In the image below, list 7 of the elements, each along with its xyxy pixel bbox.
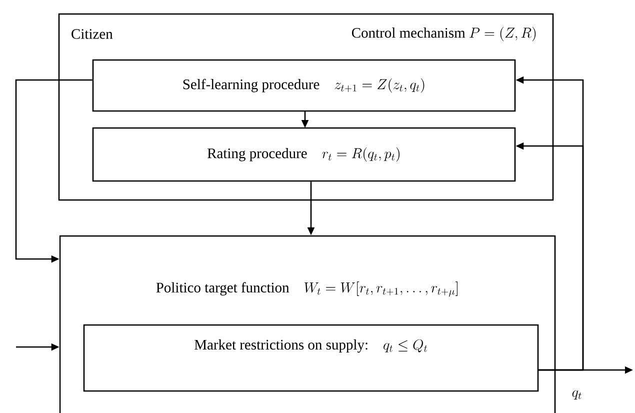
box-text: Self-learning procedure $z_{t+1}=Z(z_t,q_t)$ xyxy=(183,78,424,93)
edge-label: $q_t$ xyxy=(570,390,584,400)
box-text: Politico target function $W_t=W[r_t,r_{t+1},\ldots,r_{t+\mu}]$ xyxy=(156,282,458,297)
box-text: Market restrictions on supply: $q_t\le Q_t$ xyxy=(194,339,428,353)
box-heading: Citizen xyxy=(72,29,113,39)
box-text: Rating procedure $r_t=R(q_t,p_t)$ xyxy=(208,147,400,162)
box-heading: Control mechanism $P=(Z,R)$ xyxy=(352,26,536,42)
